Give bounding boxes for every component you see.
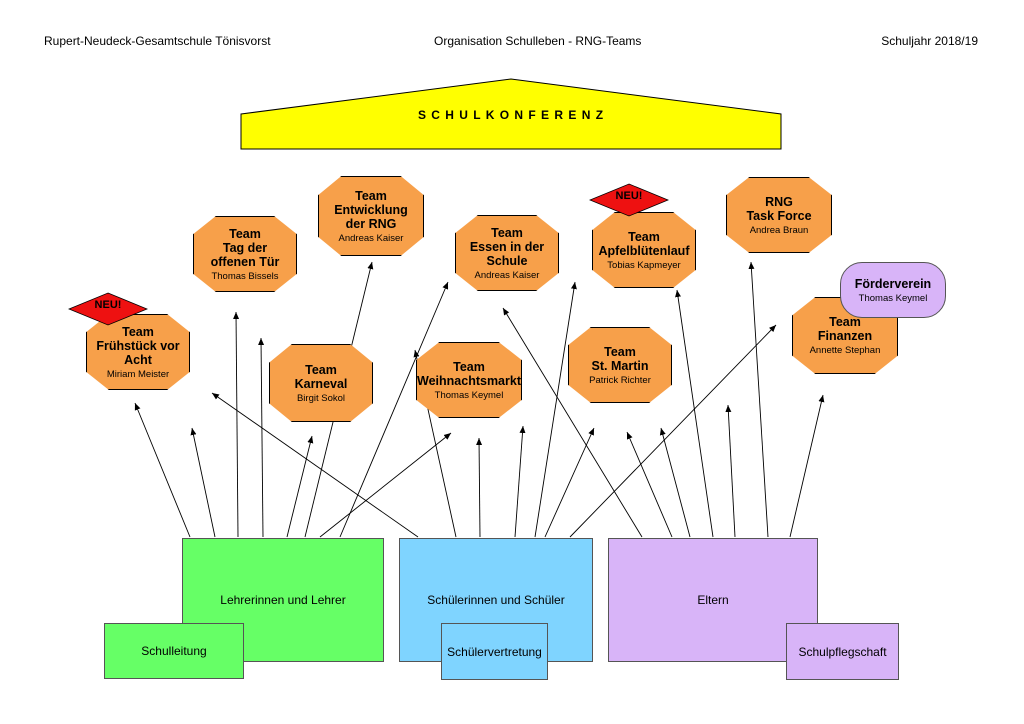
foerderverein-title: Förderverein xyxy=(854,276,932,291)
team-st-martin: Team St. Martin Patrick Richter xyxy=(568,327,672,403)
team-person: Miriam Meister xyxy=(106,368,170,380)
team-person: Birgit Sokol xyxy=(296,392,346,404)
arrow xyxy=(789,394,825,538)
team-fruehstueck-vor-acht: Team Frühstück vor Acht Miriam Meister xyxy=(86,314,190,390)
team-label: Essen in der xyxy=(469,239,545,254)
arrow xyxy=(659,427,691,538)
team-label: Team xyxy=(305,362,337,377)
team-label: der RNG xyxy=(345,216,397,231)
group-schulpflegschaft: Schulpflegschaft xyxy=(786,623,899,680)
group-schulleitung-label: Schulleitung xyxy=(141,644,207,658)
team-label: St. Martin xyxy=(591,358,649,373)
arrow xyxy=(748,261,769,538)
team-label: Acht xyxy=(124,352,152,367)
arrow xyxy=(339,281,449,538)
neu-badge-label: NEU! xyxy=(94,299,122,311)
team-weihnachtsmarkt: Team Weihnachtsmarkt Thomas Keymel xyxy=(416,342,522,418)
group-schuelervertretung: Schülervertretung xyxy=(441,623,548,680)
arrow xyxy=(544,427,595,538)
schulkonferenz-roof xyxy=(240,78,782,150)
group-schuelervertretung-label: Schülervertretung xyxy=(447,644,542,659)
header-title: Organisation Schulleben - RNG-Teams xyxy=(434,34,642,48)
group-schulpflegschaft-label: Schulpflegschaft xyxy=(798,644,887,659)
arrow xyxy=(233,311,240,538)
arrow xyxy=(534,281,577,538)
team-label: Team xyxy=(355,188,387,203)
team-apfelbluetenlauf: Team Apfelblütenlauf Tobias Kapmeyer xyxy=(592,212,696,288)
team-label: Team xyxy=(453,359,485,374)
group-schulleitung: Schulleitung xyxy=(104,623,244,679)
arrow xyxy=(725,404,736,538)
team-person: Tobias Kapmeyer xyxy=(607,259,681,271)
arrow xyxy=(286,435,314,538)
team-label: Karneval xyxy=(294,376,348,391)
team-entwicklung-der-rng: Team Entwicklung der RNG Andreas Kaiser xyxy=(318,176,424,256)
team-label: Team xyxy=(829,315,861,329)
team-person: Andreas Kaiser xyxy=(474,269,540,281)
header-school-name: Rupert-Neudeck-Gesamtschule Tönisvorst xyxy=(44,34,271,48)
arrow xyxy=(502,307,643,538)
neu-badge-icon xyxy=(589,183,669,217)
arrow xyxy=(626,431,673,538)
team-person: Annette Stephan xyxy=(809,345,881,356)
group-eltern: Eltern xyxy=(608,538,818,662)
group-eltern-label: Eltern xyxy=(697,593,729,607)
neu-badge-label: NEU! xyxy=(615,190,643,202)
team-label: Frühstück vor xyxy=(96,338,180,353)
foerderverein-person: Thomas Keymel xyxy=(858,292,928,304)
team-label: Task Force xyxy=(746,208,812,223)
team-label: Schule xyxy=(486,253,528,268)
arrow xyxy=(675,289,714,538)
team-label: Weihnachtsmarkt xyxy=(417,373,521,388)
team-label: offenen Tür xyxy=(210,254,280,269)
arrow xyxy=(319,432,452,538)
team-karneval: Team Karneval Birgit Sokol xyxy=(269,344,373,422)
team-label: Tag der xyxy=(222,240,268,255)
arrow xyxy=(190,427,216,538)
team-label: Team xyxy=(628,229,660,244)
team-label: RNG xyxy=(765,194,793,209)
team-rng-task-force: RNG Task Force Andrea Braun xyxy=(726,177,832,253)
arrow xyxy=(134,402,191,538)
group-lehrer-label: Lehrerinnen und Lehrer xyxy=(220,593,346,607)
arrow xyxy=(211,392,419,538)
arrow xyxy=(476,437,483,538)
team-label: Team xyxy=(604,344,636,359)
header-school-year: Schuljahr 2018/19 xyxy=(881,34,978,48)
team-label: Team xyxy=(491,225,523,240)
team-tag-der-offenen-tuer: Team Tag der offenen Tür Thomas Bissels xyxy=(193,216,297,292)
team-label: Team xyxy=(122,324,154,339)
team-person: Andrea Braun xyxy=(749,224,809,236)
arrow xyxy=(514,425,526,538)
team-person: Thomas Bissels xyxy=(211,270,279,282)
team-label: Apfelblütenlauf xyxy=(598,243,690,258)
arrow xyxy=(569,324,777,538)
team-label: Team xyxy=(229,226,261,241)
arrow xyxy=(258,337,265,538)
team-essen-in-der-schule: Team Essen in der Schule Andreas Kaiser xyxy=(455,215,559,291)
team-person: Patrick Richter xyxy=(589,374,651,386)
team-person: Andreas Kaiser xyxy=(338,232,404,244)
team-label: Finanzen xyxy=(817,329,873,343)
schulkonferenz-label: S C H U L K O N F E R E N Z xyxy=(417,108,605,122)
team-person: Thomas Keymel xyxy=(434,389,504,401)
group-lehrer: Lehrerinnen und Lehrer xyxy=(182,538,384,662)
neu-badge-icon xyxy=(68,292,148,326)
foerderverein: Förderverein Thomas Keymel xyxy=(840,262,946,318)
team-label: Entwicklung xyxy=(334,202,408,217)
group-schueler-label: Schülerinnen und Schüler xyxy=(427,593,565,607)
